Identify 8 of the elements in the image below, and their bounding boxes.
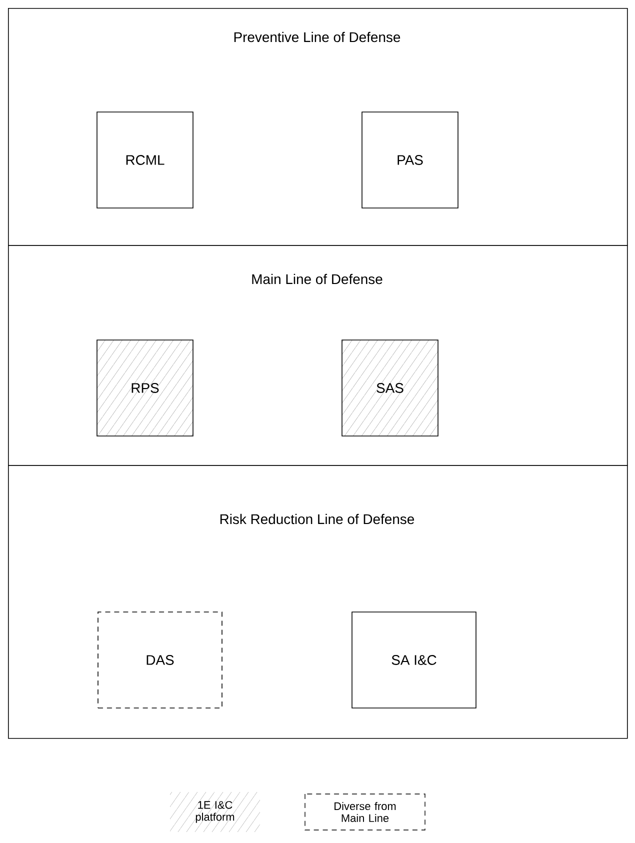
system-box: SA I&C: [352, 612, 476, 708]
system-box: RPS: [96, 340, 194, 436]
system-box: SAS: [342, 340, 438, 436]
legend-text: 1E I&C platform: [196, 801, 234, 823]
system-box: DAS: [98, 612, 222, 708]
legend-text: Diverse from Main Line: [334, 802, 396, 822]
system-box: RCML: [96, 112, 194, 208]
system-box: PAS: [362, 112, 458, 208]
